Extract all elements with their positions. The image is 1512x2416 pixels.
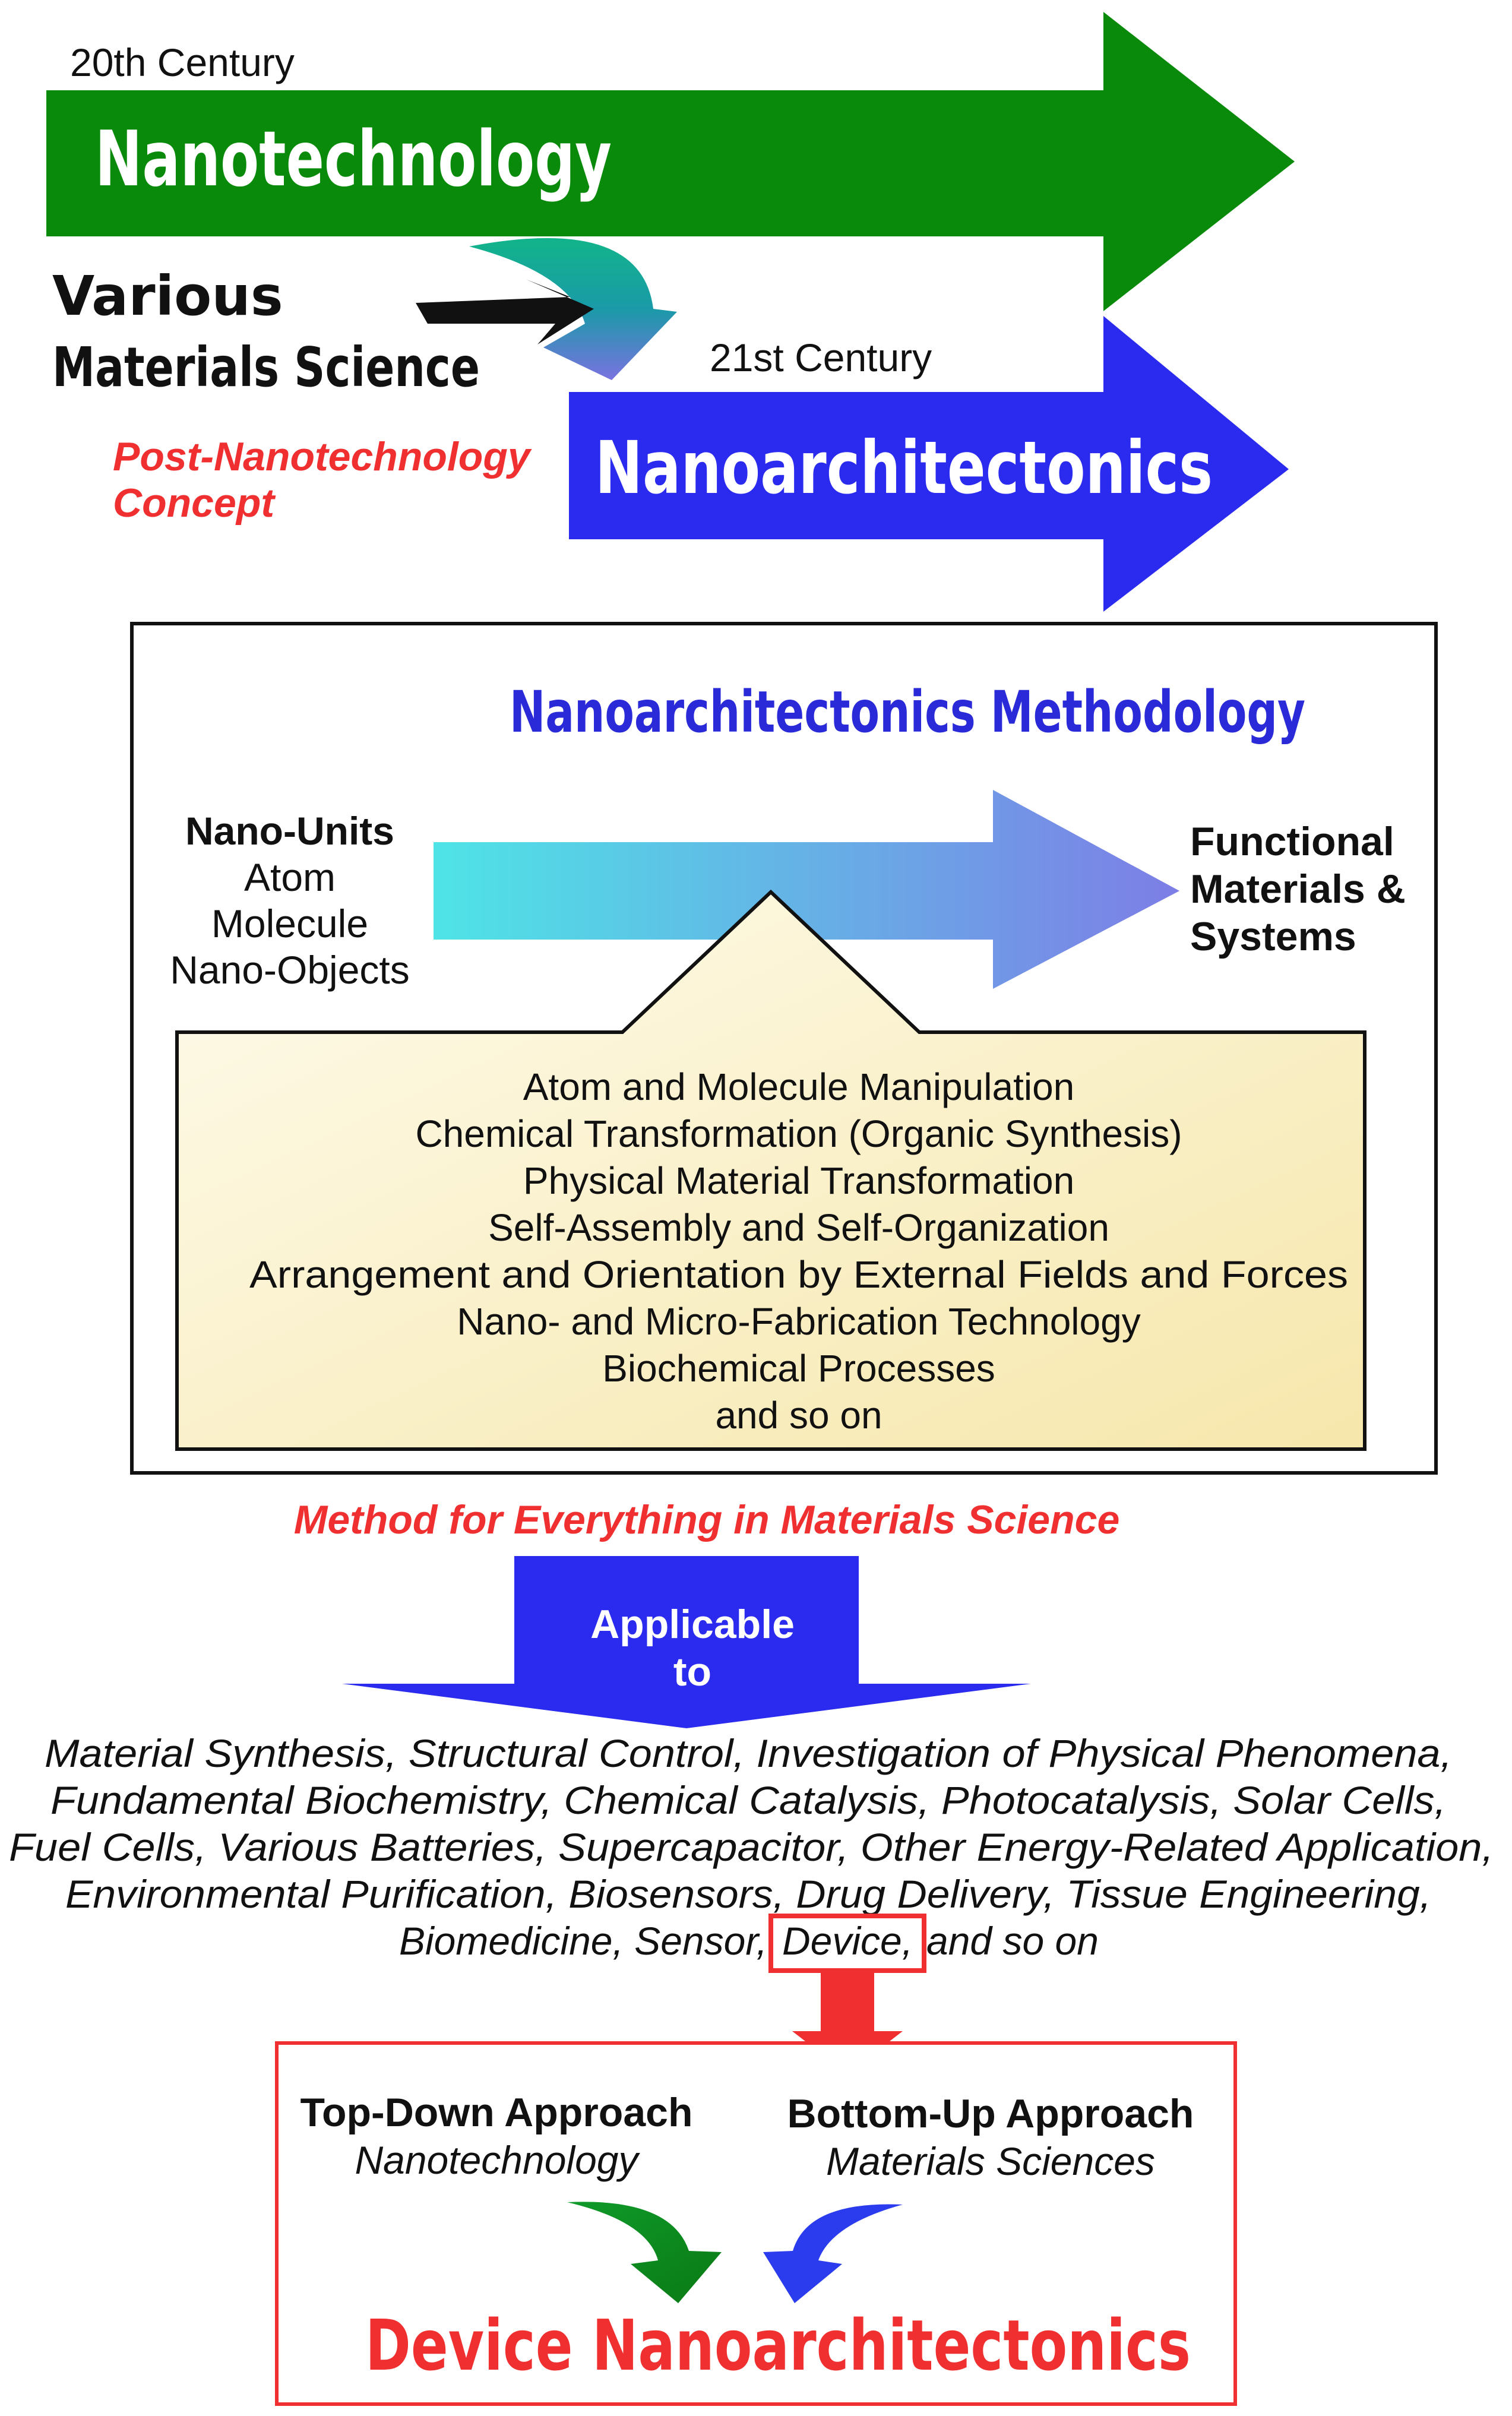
methodology-title: Nanoarchitectonics Methodology [510, 679, 1305, 745]
transition-curve-arrow [469, 238, 677, 380]
nano-unit-atom: Atom [244, 855, 336, 899]
functional-line2: Materials & [1190, 867, 1406, 912]
application-line-5-device: Device, [782, 1919, 913, 1963]
application-line-5-after: and so on [926, 1919, 1099, 1963]
device-highlight-box [768, 1914, 926, 1973]
century-21-label: 21st Century [710, 336, 932, 380]
methodology-arrow [434, 790, 1179, 989]
application-line-1: Material Synthesis, Structural Control, … [45, 1731, 1452, 1775]
various-label-line1: Various [52, 264, 283, 328]
method-line-6: Nano- and Micro-Fabrication Technology [457, 1300, 1140, 1343]
method-line-1: Atom and Molecule Manipulation [523, 1065, 1075, 1108]
method-line-5: Arrangement and Orientation by External … [249, 1253, 1348, 1296]
applicable-line2: to [673, 1649, 711, 1694]
bottom-up-sub: Materials Sciences [826, 2139, 1155, 2183]
method-line-7: Biochemical Processes [602, 1347, 995, 1390]
method-line-8: and so on [715, 1394, 882, 1437]
methods-callout-box [175, 889, 1367, 1451]
various-label-line2: Materials Science [52, 336, 480, 399]
nano-unit-molecule: Molecule [211, 902, 368, 945]
application-line-4: Environmental Purification, Biosensors, … [65, 1872, 1431, 1916]
application-line-2: Fundamental Biochemistry, Chemical Catal… [50, 1778, 1446, 1822]
functional-line3: Systems [1190, 914, 1356, 959]
bottom-up-curve-arrow [763, 2204, 903, 2303]
functional-line1: Functional [1190, 819, 1394, 864]
device-nanoarchitectonics-title: Device Nanoarchitectonics [365, 2304, 1191, 2386]
post-nanotech-label-line1: Post-Nanotechnology [113, 434, 532, 479]
nanotechnology-arrow [46, 12, 1295, 311]
application-line-5-before: Biomedicine, Sensor, [399, 1919, 767, 1963]
method-line-3: Physical Material Transformation [523, 1159, 1074, 1202]
nano-units-title: Nano-Units [185, 809, 394, 853]
application-line-3: Fuel Cells, Various Batteries, Supercapa… [9, 1825, 1494, 1869]
device-frame [275, 2041, 1237, 2406]
nanoarchitectonics-label: Nanoarchitectonics [595, 426, 1213, 510]
century-20-label: 20th Century [70, 40, 295, 84]
top-down-sub: Nanotechnology [355, 2138, 640, 2182]
bottom-up-title: Bottom-Up Approach [787, 2091, 1194, 2136]
post-nanotech-label-line2: Concept [113, 480, 276, 526]
applicable-arrow [342, 1556, 1031, 1728]
method-line-4: Self-Assembly and Self-Organization [488, 1206, 1109, 1249]
nanoarchitectonics-arrow [569, 316, 1289, 612]
method-line-2: Chemical Transformation (Organic Synthes… [415, 1112, 1182, 1155]
top-down-title: Top-Down Approach [300, 2090, 692, 2135]
applicable-line1: Applicable [590, 1602, 795, 1647]
top-down-curve-arrow [567, 2202, 722, 2303]
nanotechnology-label: Nanotechnology [95, 115, 612, 204]
nano-unit-nano-objects: Nano-Objects [170, 948, 410, 992]
black-pointer-arrow [416, 279, 594, 344]
method-everything-label: Method for Everything in Materials Scien… [294, 1497, 1120, 1542]
